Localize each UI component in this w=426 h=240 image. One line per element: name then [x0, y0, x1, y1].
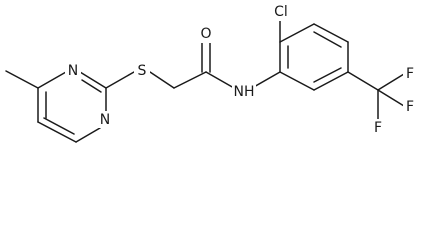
bond-ring-n1-c6 [75, 127, 101, 143]
bond-ring-n3-c2-inner [81, 79, 102, 93]
bond-c-f1 [377, 73, 405, 91]
bond-benz-5-6 [313, 71, 349, 91]
bond-aryl-cf3 [347, 71, 379, 91]
bond-c2-s [105, 71, 135, 89]
atom-n-amide: NH [234, 84, 255, 100]
atom-n-ring-b: N [100, 112, 110, 128]
bond-benz-6-1 [279, 71, 315, 91]
atom-f3: F [374, 120, 382, 136]
bond-ch2-co [173, 71, 207, 89]
bond-benz-5-6-inner [313, 67, 342, 83]
bond-s-ch2 [149, 71, 175, 89]
atom-f2: F [406, 99, 414, 115]
bond-benz-3-4-inner [313, 31, 342, 48]
bond-c-f2 [377, 89, 405, 107]
bond-methyl [5, 70, 39, 89]
chemical-structure: N N S O NH Cl F F F [5, 4, 417, 143]
atom-labels: N N S O NH Cl F F F [65, 4, 417, 136]
bond-ring-n3-c2 [79, 71, 107, 89]
bond-ring-c6-c5 [37, 121, 77, 143]
bonds [5, 19, 405, 143]
atom-s-thio: S [138, 63, 147, 79]
atom-cl: Cl [274, 4, 288, 20]
bond-co-nh [205, 71, 235, 89]
bond-benz-3-4 [313, 23, 349, 43]
atom-o-carbonyl: O [200, 26, 211, 42]
bond-ring-c4-n3 [37, 71, 67, 89]
atom-f1: F [406, 66, 414, 82]
bond-benz-2-3 [279, 23, 315, 43]
bond-ring-c6-c5-inner [43, 117, 75, 135]
atom-n-ring-a: N [68, 63, 78, 79]
bond-nh-aryl [251, 71, 281, 89]
